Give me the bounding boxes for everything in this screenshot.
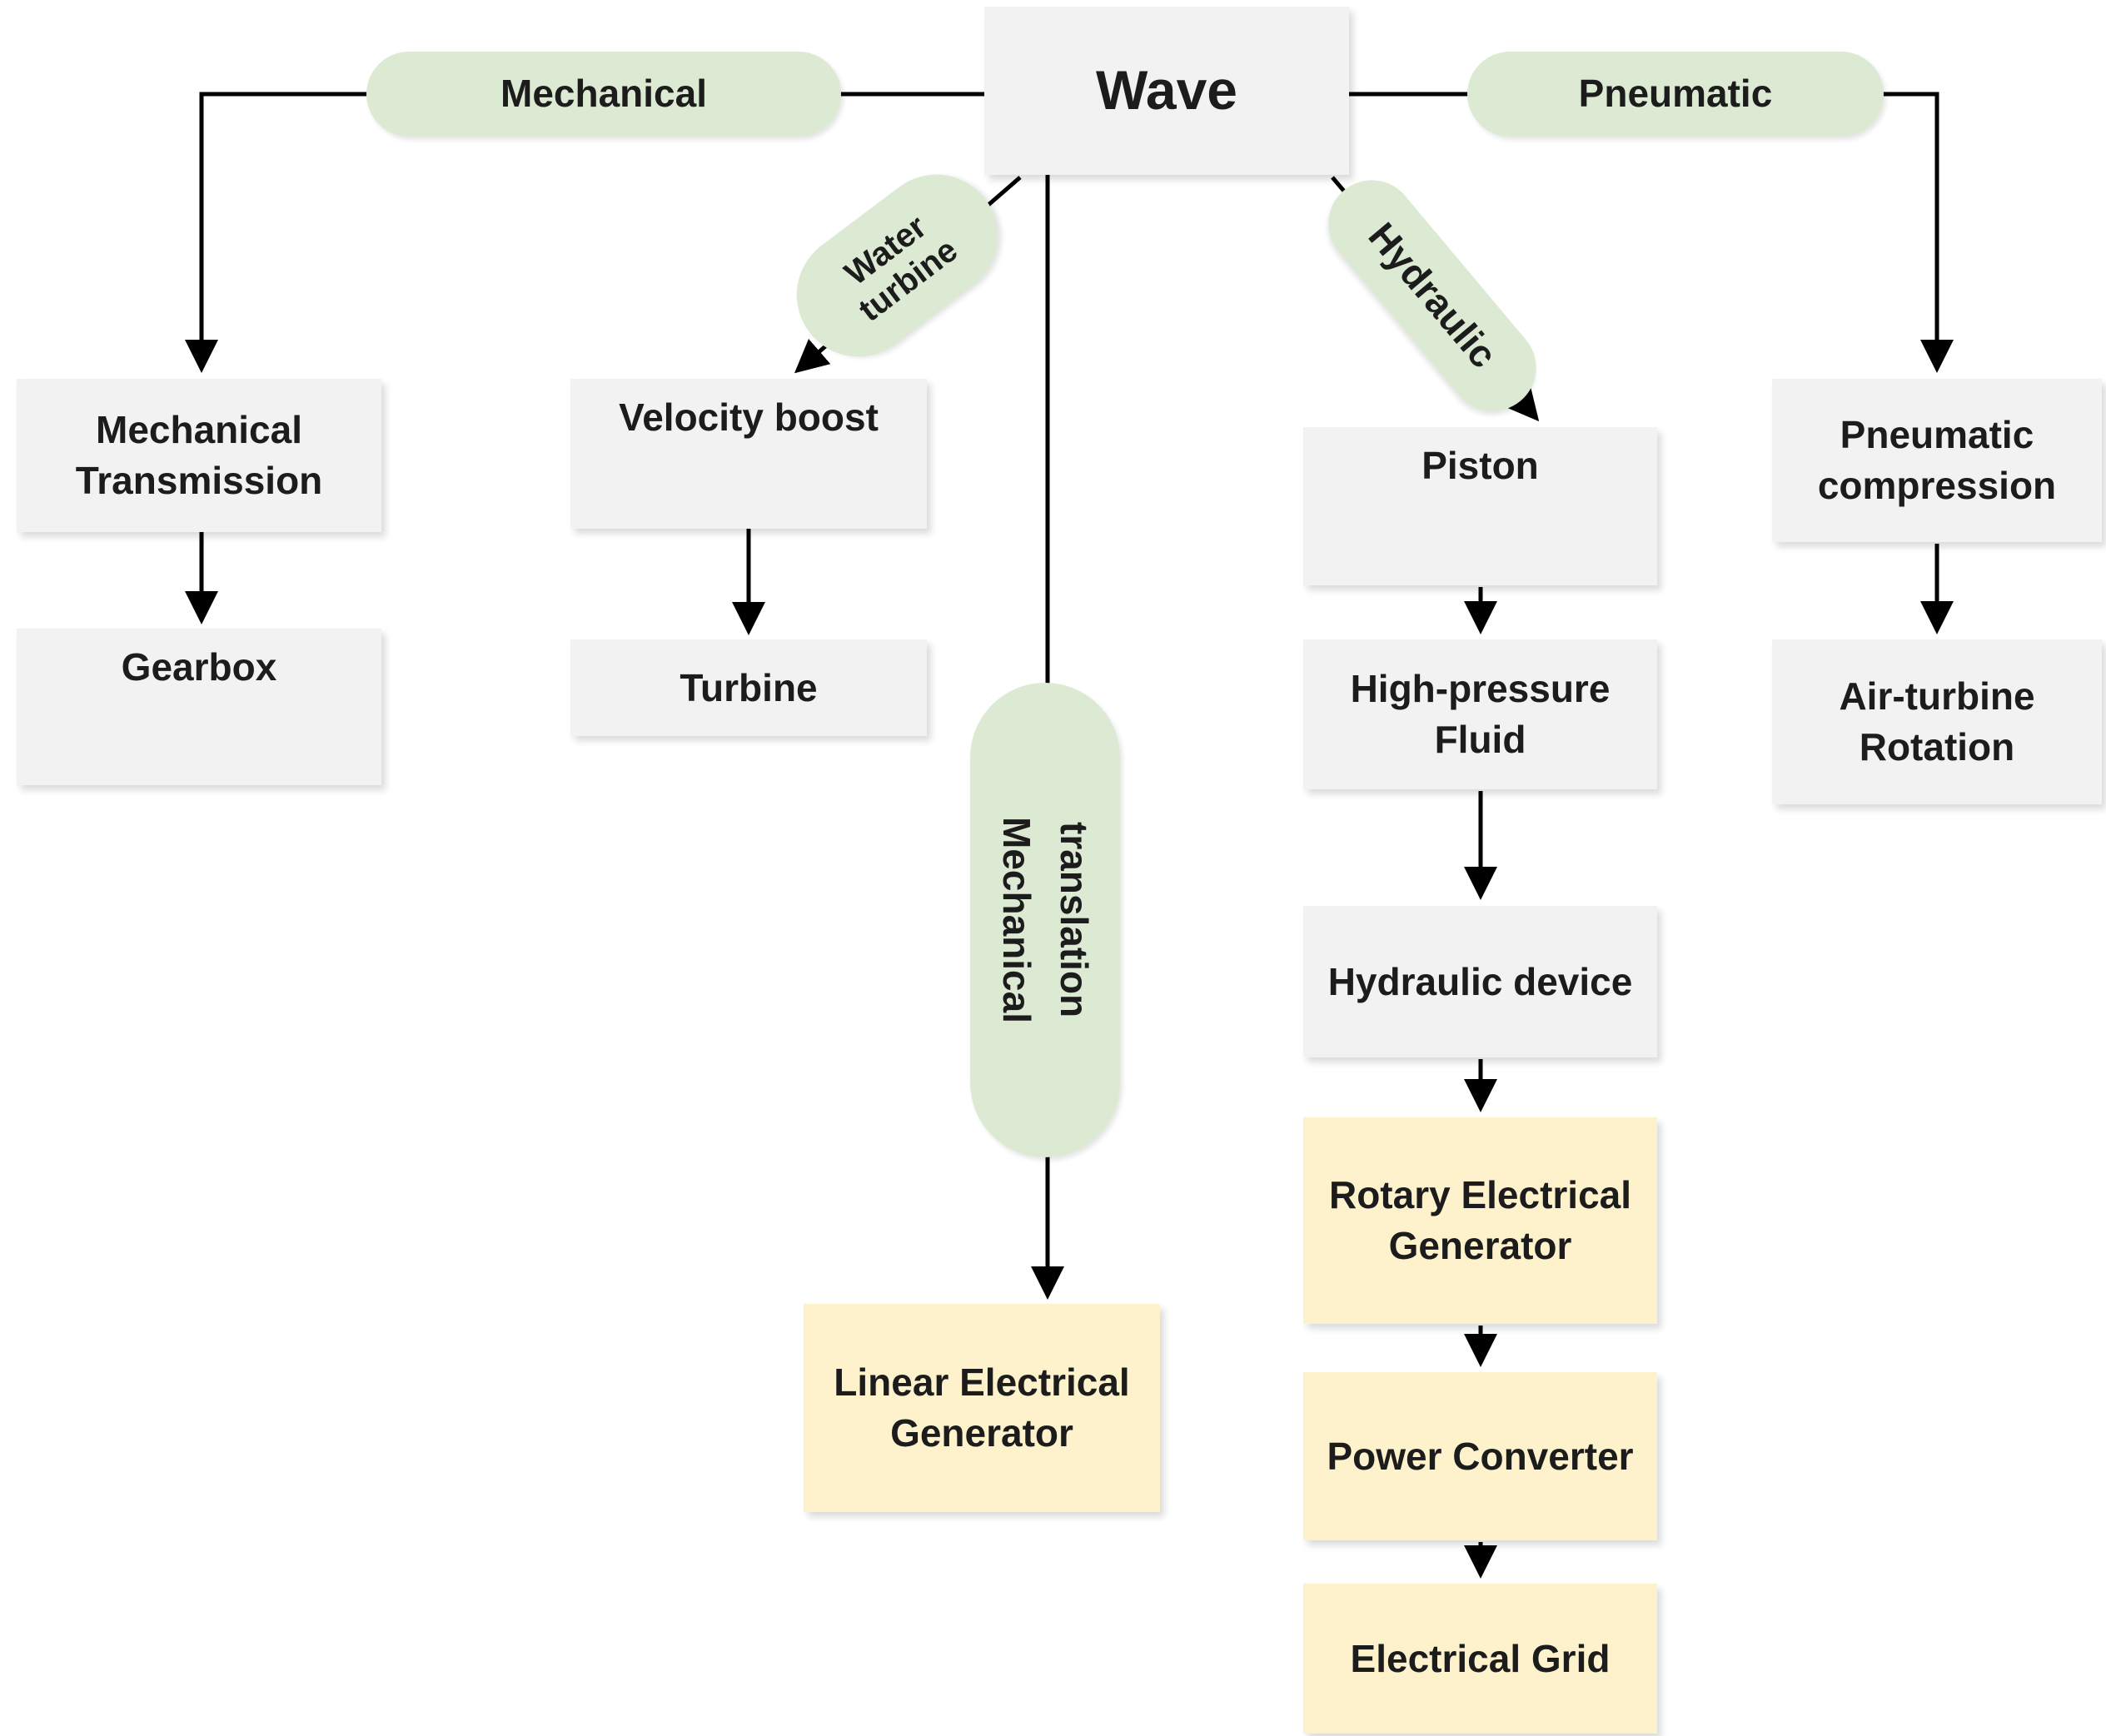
node-electrical-grid-label: Electrical Grid	[1350, 1636, 1611, 1680]
node-wave: Wave	[984, 7, 1349, 175]
branch-pill-mechanical: Mechanical	[366, 52, 841, 137]
node-linear-electrical-generator: Linear Electrical Generator	[804, 1304, 1160, 1512]
node-wave-label: Wave	[1096, 59, 1237, 122]
branch-pill-pneumatic: Pneumatic	[1467, 52, 1884, 137]
node-piston: Piston	[1303, 427, 1657, 585]
node-high-pressure-fluid: High-pressure Fluid	[1303, 639, 1657, 789]
node-hydraulic-device: Hydraulic device	[1303, 906, 1657, 1057]
branch-pill-pneumatic-label: Pneumatic	[1578, 72, 1773, 116]
branch-pill-mechanical-translation-label: Mechanical translation	[995, 817, 1096, 1023]
node-mechanical-transmission-label: Mechanical Transmission	[75, 408, 323, 502]
node-electrical-grid: Electrical Grid	[1303, 1584, 1657, 1734]
node-piston-label: Piston	[1421, 444, 1539, 487]
node-linear-electrical-generator-label: Linear Electrical Generator	[834, 1360, 1130, 1455]
node-air-turbine-rotation: Air-turbine Rotation	[1772, 639, 2102, 804]
node-pneumatic-compression-label: Pneumatic compression	[1817, 413, 2057, 507]
node-mechanical-transmission: Mechanical Transmission	[17, 379, 381, 532]
node-high-pressure-fluid-label: High-pressure Fluid	[1350, 667, 1611, 761]
node-velocity-boost-label: Velocity boost	[619, 395, 879, 439]
node-hydraulic-device-label: Hydraulic device	[1327, 959, 1633, 1003]
node-turbine-label: Turbine	[680, 665, 818, 709]
branch-pill-mechanical-translation: Mechanical translation	[970, 683, 1120, 1157]
node-velocity-boost: Velocity boost	[570, 379, 927, 529]
branch-pill-mechanical-label: Mechanical	[500, 72, 707, 116]
node-rotary-electrical-generator: Rotary Electrical Generator	[1303, 1117, 1657, 1324]
node-gearbox-label: Gearbox	[121, 645, 277, 689]
node-air-turbine-rotation-label: Air-turbine Rotation	[1839, 674, 2035, 769]
node-power-converter: Power Converter	[1303, 1372, 1657, 1540]
node-pneumatic-compression: Pneumatic compression	[1772, 379, 2102, 542]
node-rotary-electrical-generator-label: Rotary Electrical Generator	[1328, 1173, 1632, 1267]
node-turbine: Turbine	[570, 639, 927, 736]
node-gearbox: Gearbox	[17, 629, 381, 785]
node-power-converter-label: Power Converter	[1327, 1434, 1634, 1478]
